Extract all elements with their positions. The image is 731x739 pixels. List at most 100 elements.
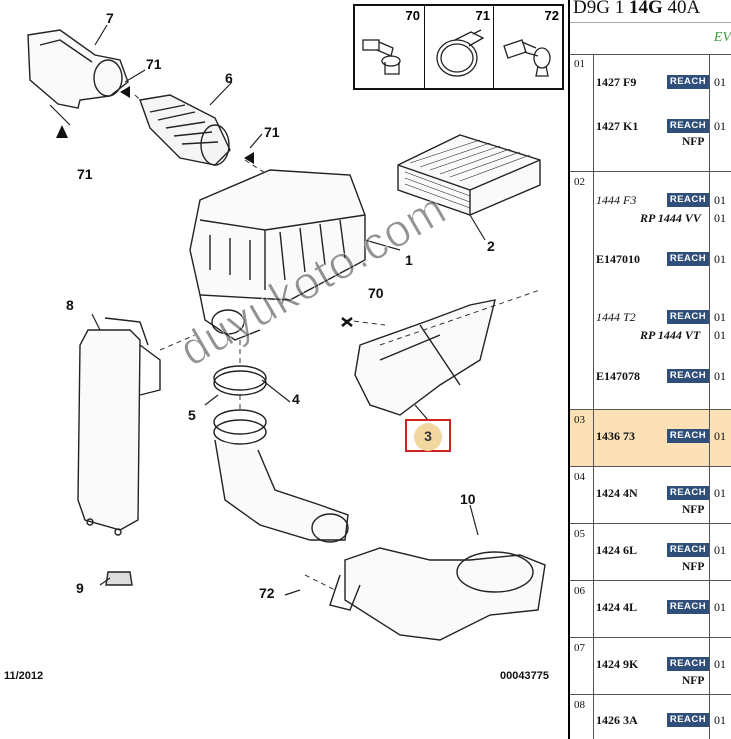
part-qty: 01 (714, 713, 726, 727)
reach-badge: REACH (667, 600, 709, 614)
callout-9[interactable]: 9 (76, 580, 84, 596)
part-entry[interactable]: 1444 T2 REACH 01 (570, 309, 731, 327)
part-qty: 01 (714, 543, 726, 557)
reach-badge: REACH (667, 543, 709, 557)
parts-group-07[interactable]: 07 1424 9K REACH 01 NFP (570, 638, 731, 695)
nfp-label: NFP (682, 561, 705, 573)
callout-3[interactable]: 3 (424, 428, 432, 444)
nfp-note: NFP (570, 675, 731, 693)
callout-10[interactable]: 10 (460, 491, 476, 507)
subheader-label: EV (713, 30, 731, 45)
callout-1[interactable]: 1 (405, 252, 413, 268)
parts-group-04[interactable]: 04 1424 4N REACH 01 NFP (570, 467, 731, 524)
row-divider (593, 467, 594, 523)
part-ref: 1424 6L (596, 543, 638, 557)
nfp-note: NFP (570, 504, 731, 522)
part-ref: 1426 3A (596, 713, 638, 727)
diagram-drawing (27, 24, 546, 641)
exploded-parts-diagram: 7 71 6 71 71 1 2 70 8 5 4 10 9 72 3 duyu… (4, 4, 564, 682)
row-divider (709, 524, 710, 580)
diagram-code: 00043775 (500, 670, 549, 682)
parts-group-06[interactable]: 06 1424 4L REACH 01 (570, 581, 731, 638)
inset-cell-71[interactable]: 71 (424, 6, 494, 88)
part-ref: E147010 (596, 252, 641, 266)
parts-group-08[interactable]: 08 1426 3A REACH 01 (570, 695, 731, 739)
part-entry[interactable]: 1426 3A REACH 01 (570, 712, 731, 730)
part-qty: 01 (714, 328, 726, 342)
part-entry[interactable]: 1427 K1 REACH 01 (570, 118, 731, 136)
group-number: 07 (574, 642, 585, 654)
row-divider (593, 638, 594, 694)
part-qty: 01 (714, 369, 726, 383)
part-ref: E147078 (596, 369, 641, 383)
inset-label-70: 70 (405, 8, 420, 23)
callout-71b[interactable]: 71 (264, 124, 280, 140)
callout-8[interactable]: 8 (66, 297, 74, 313)
row-divider (593, 410, 594, 466)
reach-badge: REACH (667, 252, 709, 266)
part-entry[interactable]: RP 1444 VT 01 (570, 327, 731, 345)
part-entry[interactable]: 1436 73 REACH 01 (570, 428, 731, 446)
parts-group-02[interactable]: 02 1444 F3 REACH 01 RP 1444 VV 01 E14701… (570, 172, 731, 410)
inset-cell-70[interactable]: 70 (355, 6, 424, 88)
part-entry[interactable]: RP 1444 VV 01 (570, 210, 731, 228)
part-entry[interactable]: 1424 9K REACH 01 (570, 656, 731, 674)
part-qty: 01 (714, 310, 726, 324)
nfp-label: NFP (682, 675, 705, 687)
row-divider (709, 581, 710, 637)
group-number: 01 (574, 58, 585, 70)
selected-callout-frame (405, 419, 451, 452)
parts-list-title: D9G 1 14G 40A (573, 0, 701, 18)
hose-clamp-icon (436, 29, 485, 77)
reach-badge: REACH (667, 369, 709, 383)
part-entry[interactable]: 1424 4N REACH 01 (570, 485, 731, 503)
nfp-note: NFP (570, 136, 731, 154)
row-divider (709, 172, 710, 409)
part-entry[interactable]: E147010 REACH 01 (570, 251, 731, 269)
part-entry[interactable]: E147078 REACH 01 (570, 368, 731, 386)
callout-7[interactable]: 7 (106, 10, 114, 26)
nfp-label: NFP (682, 136, 705, 148)
callout-71c[interactable]: 71 (77, 166, 93, 182)
group-number: 08 (574, 699, 585, 711)
callout-2[interactable]: 2 (487, 238, 495, 254)
push-rivet-icon (503, 39, 551, 77)
part-qty: 01 (714, 600, 726, 614)
part-ref: 1424 9K (596, 657, 639, 671)
row-divider (709, 410, 710, 466)
callout-6[interactable]: 6 (225, 70, 233, 86)
inset-cell-72[interactable]: 72 (493, 6, 563, 88)
callout-4[interactable]: 4 (292, 391, 300, 407)
part-entry[interactable]: 1424 6L REACH 01 (570, 542, 731, 560)
callout-70[interactable]: 70 (368, 285, 384, 301)
selected-callout-marker[interactable] (414, 423, 442, 451)
bolt-icon (362, 39, 401, 75)
part-qty: 01 (714, 75, 726, 89)
nfp-label: NFP (682, 504, 705, 516)
reach-badge: REACH (667, 119, 709, 133)
group-number: 03 (574, 414, 585, 426)
parts-list-panel: D9G 1 14G 40A EV 01 1427 F9 REACH 01 142… (568, 0, 731, 739)
parts-group-03[interactable]: 03 1436 73 REACH 01 (570, 410, 731, 467)
part-entry[interactable]: 1424 4L REACH 01 (570, 599, 731, 617)
callout-71a[interactable]: 71 (146, 56, 162, 72)
group-number: 02 (574, 176, 585, 188)
reach-badge: REACH (667, 486, 709, 500)
group-number: 05 (574, 528, 585, 540)
part-entry[interactable]: 1427 F9 REACH 01 (570, 74, 731, 92)
callout-5[interactable]: 5 (188, 407, 196, 423)
parts-list-header: D9G 1 14G 40A (570, 0, 731, 23)
group-number: 06 (574, 585, 585, 597)
part-qty: 01 (714, 429, 726, 443)
callout-72[interactable]: 72 (259, 585, 275, 601)
part-replacement: RP 1444 VT (640, 328, 701, 342)
reach-badge: REACH (667, 193, 709, 207)
diagram-date: 11/2012 (4, 670, 44, 682)
reach-badge: REACH (667, 657, 709, 671)
part-entry[interactable]: 1444 F3 REACH 01 (570, 192, 731, 210)
parts-group-01[interactable]: 01 1427 F9 REACH 01 1427 K1 REACH 01 NFP (570, 54, 731, 172)
row-divider (709, 638, 710, 694)
reach-badge: REACH (667, 429, 709, 443)
part-qty: 01 (714, 252, 726, 266)
parts-group-05[interactable]: 05 1424 6L REACH 01 NFP (570, 524, 731, 581)
